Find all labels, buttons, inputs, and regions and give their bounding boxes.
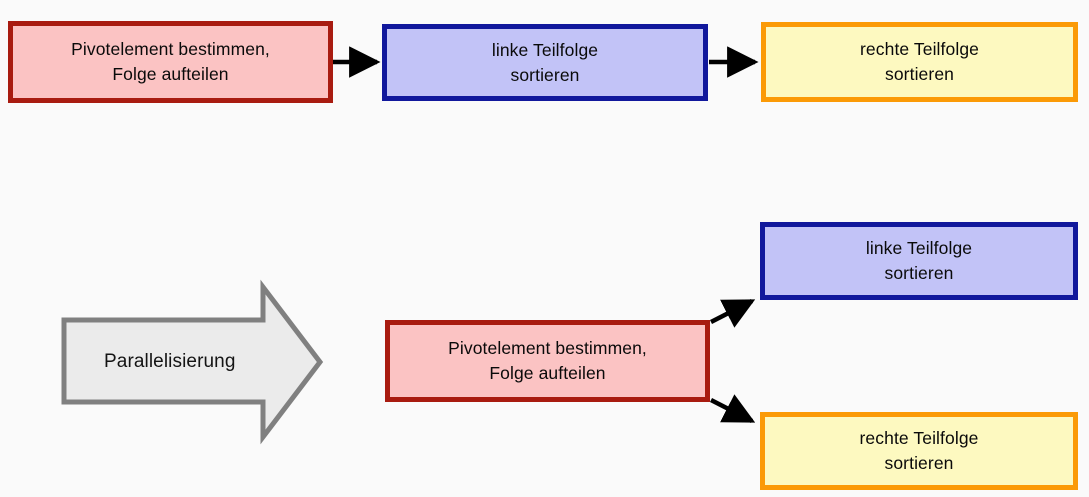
connector-pivot-to-right-par <box>709 394 756 424</box>
node-pivot-parallel[interactable]: Pivotelement bestimmen, Folge aufteilen <box>385 320 710 402</box>
node-left-subsequence-parallel[interactable]: linke Teilfolge sortieren <box>760 222 1078 300</box>
node-label: linke Teilfolge sortieren <box>865 238 973 283</box>
node-label: rechte Teilfolge sortieren <box>860 39 979 84</box>
node-right-subsequence-sequential[interactable]: rechte Teilfolge sortieren <box>761 22 1078 102</box>
node-left-subsequence-sequential[interactable]: linke Teilfolge sortieren <box>382 24 708 101</box>
node-label: linke Teilfolge sortieren <box>491 39 599 85</box>
node-right-subsequence-parallel[interactable]: rechte Teilfolge sortieren <box>760 412 1078 490</box>
node-label: Pivotelement bestimmen, Folge aufteilen <box>71 39 270 84</box>
node-label: rechte Teilfolge sortieren <box>859 428 979 473</box>
parallelization-label: Parallelisierung <box>104 351 236 372</box>
connector-pivot-to-left-par <box>709 298 756 328</box>
node-pivot-sequential[interactable]: Pivotelement bestimmen, Folge aufteilen <box>8 21 333 103</box>
node-label: Pivotelement bestimmen, Folge aufteilen <box>448 338 647 383</box>
